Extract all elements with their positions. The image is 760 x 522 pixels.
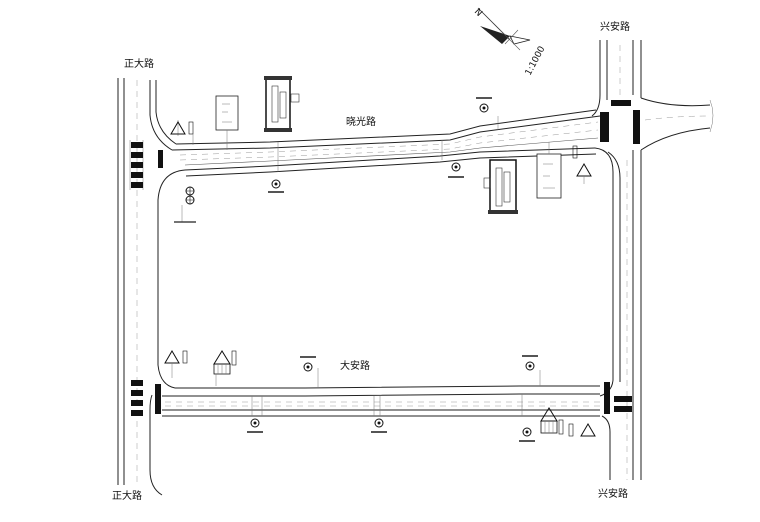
xiaoguang-road <box>171 109 601 177</box>
north-arrow: N <box>472 7 531 51</box>
sign-grid-se <box>540 407 564 435</box>
sign-round-1 <box>268 179 284 193</box>
zhengda-road <box>117 78 186 496</box>
road-label-xiaoguang: 晓光路 <box>346 115 376 128</box>
crosswalks <box>131 100 640 416</box>
sign-grid-sw <box>213 350 237 386</box>
road-label-zhengda-top: 正大路 <box>124 57 154 70</box>
road-label-zhengda-bottom: 正大路 <box>112 489 142 502</box>
daan-road <box>162 368 600 417</box>
sign-round-2 <box>476 97 492 113</box>
crosswalk-nw <box>131 142 163 188</box>
sign-warning-se <box>568 423 596 437</box>
sign-overhead-ne <box>483 159 518 214</box>
road-label-xingan-top: 兴安路 <box>600 20 630 33</box>
sign-lane-guide-nw <box>215 95 239 150</box>
xingan-road <box>591 40 642 480</box>
sign-round-8 <box>519 427 535 442</box>
sign-warning-ne <box>572 145 592 184</box>
sign-lane-guide-ne <box>536 142 562 199</box>
road-label-xingan-bottom: 兴安路 <box>598 487 628 500</box>
east-branch-road <box>640 97 714 151</box>
scale-label: 1:1000 <box>524 45 548 78</box>
sign-warning-sw <box>164 350 188 378</box>
road-label-daan: 大安路 <box>340 359 370 372</box>
crosswalk-ne <box>600 100 640 144</box>
crosswalk-sw <box>131 380 161 416</box>
sign-warning-nw <box>170 120 194 145</box>
sign-round-5 <box>522 355 538 371</box>
north-letter: N <box>472 7 484 19</box>
sign-round-4 <box>300 356 316 372</box>
sign-round-3 <box>448 162 464 178</box>
sign-round-7 <box>371 418 387 433</box>
signal-pole-nw <box>174 186 196 223</box>
sign-overhead-nw <box>264 76 300 132</box>
crosswalk-se <box>604 382 632 414</box>
sign-round-6 <box>247 418 263 433</box>
